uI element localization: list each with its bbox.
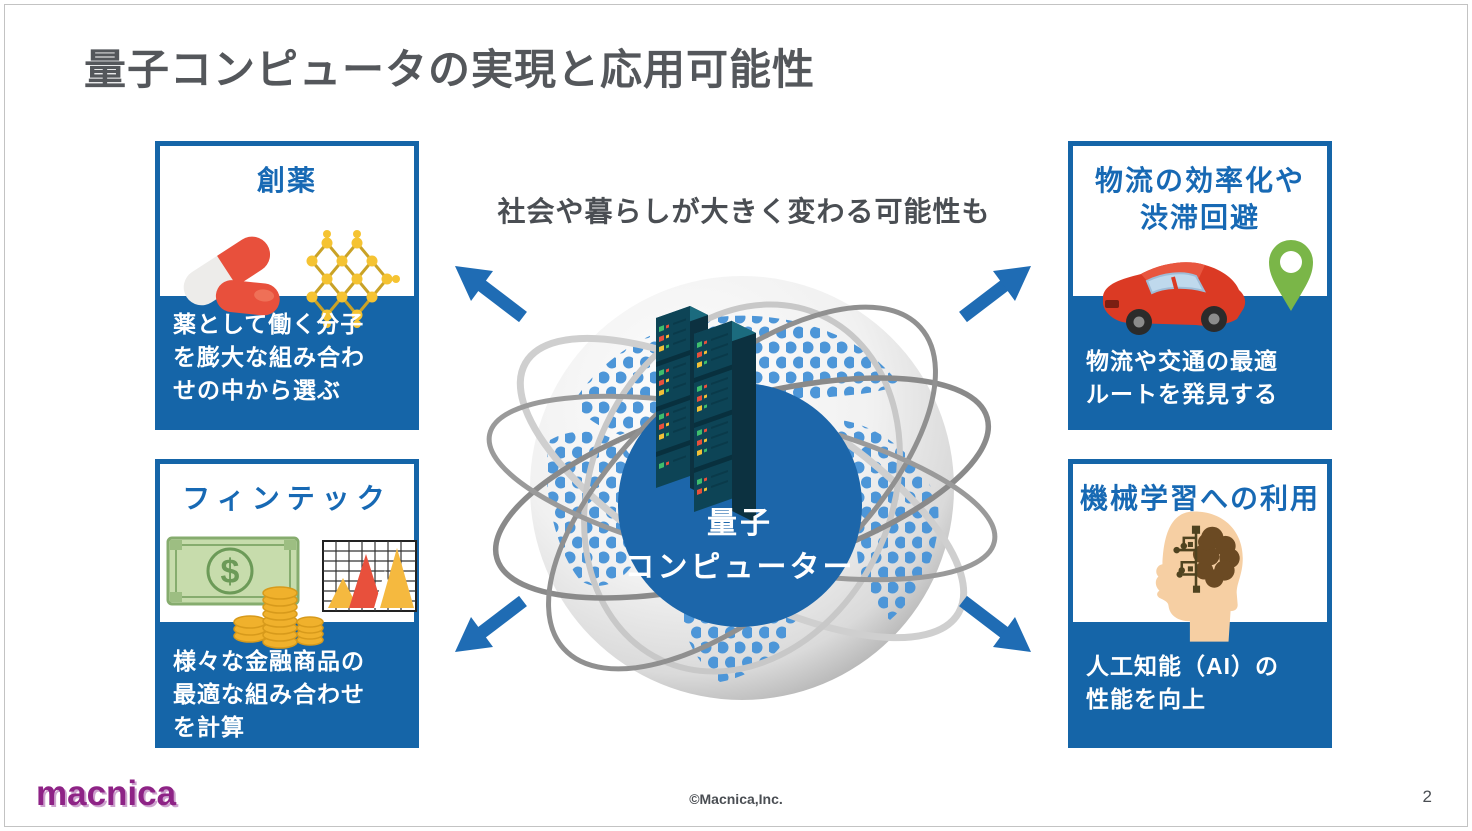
copyright-text: ©Macnica,Inc. bbox=[689, 791, 783, 807]
page-number: 2 bbox=[1422, 787, 1432, 806]
ai-head-icon bbox=[1155, 511, 1243, 642]
quantum-label-line2: コンピューター bbox=[625, 551, 856, 584]
box-description-logistics: 物流や交通の最適 ルートを発見する bbox=[1086, 348, 1278, 407]
car-icon bbox=[1103, 262, 1246, 335]
pill-icon bbox=[183, 236, 280, 316]
box-title-logistics: 物流の効率化や 渋滞回避 bbox=[1094, 165, 1305, 233]
center-caption: 社会や暮らしが大きく変わる可能性も bbox=[497, 196, 991, 227]
app-box-drug-discovery: 創薬 bbox=[155, 141, 419, 430]
money-icon: $ bbox=[166, 536, 324, 649]
server-racks-icon bbox=[656, 306, 756, 523]
box-description-machine-learning: 人工知能（AI）の 性能を向上 bbox=[1086, 653, 1279, 712]
box-description-fintech: 様々な金融商品の 最適な組み合わせ を計算 bbox=[173, 648, 365, 740]
globe-illustration: 量子 コンピューター bbox=[486, 276, 998, 700]
molecule-icon bbox=[306, 230, 400, 328]
map-pin-icon bbox=[1269, 240, 1313, 311]
box-title-fintech: フィンテック bbox=[182, 483, 392, 514]
app-box-fintech: フィンテック $ bbox=[155, 459, 419, 748]
quantum-label-line1: 量子 bbox=[707, 507, 773, 540]
box-title-machine-learning: 機械学習への利用 bbox=[1079, 483, 1320, 514]
box-title-drug-discovery: 創薬 bbox=[256, 165, 317, 196]
box-description-drug-discovery: 薬として働く分子 を膨大な組み合わ せの中から選ぶ bbox=[173, 311, 365, 403]
app-box-logistics: 物流の効率化や 渋滞回避 物流や交通の最適 ルートを発見する bbox=[1068, 141, 1332, 430]
app-box-machine-learning: 機械学習への利用 人工知能（AI）の 性能を向上 bbox=[1068, 459, 1332, 748]
bar-chart-icon bbox=[322, 540, 417, 612]
page-title: 量子コンピュータの実現と応用可能性 bbox=[84, 46, 816, 93]
macnica-logo: macnica bbox=[36, 774, 177, 813]
svg-text:$: $ bbox=[221, 553, 240, 591]
